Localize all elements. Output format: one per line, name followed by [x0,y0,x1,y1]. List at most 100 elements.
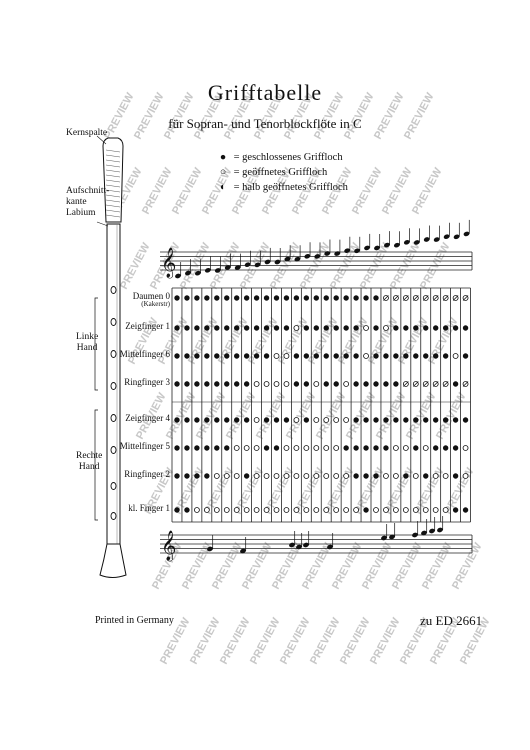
hole-closed [234,417,240,423]
hole-closed [263,325,270,331]
hole-open [303,445,310,451]
hole-closed [393,353,399,359]
hole-closed [253,325,260,331]
hole-closed [333,353,339,359]
treble-clef-icon: 𝄞 [161,247,176,279]
note-head [207,546,213,552]
hole-closed [313,325,319,331]
hole-open [313,381,320,387]
hole-closed [263,353,270,359]
hole-closed [243,295,250,301]
note-head [185,270,191,276]
legend-open: ○ = geöffnetes Griffloch [215,167,327,178]
pointer-kernspalte [96,135,107,145]
watermark-text: PREVIEW [278,615,313,666]
finger-hole-icon [110,414,117,422]
hole-closed [313,295,319,301]
hole-open [363,325,369,331]
hole-closed [423,325,429,331]
finger-name: Zeigfinger 4 [125,413,170,423]
hole-open [223,507,230,513]
hole-closed [243,325,250,331]
hole-closed [204,325,210,331]
hole-open [323,445,330,451]
note-head [289,542,295,548]
hole-open [303,507,310,513]
hole-closed [353,445,359,451]
note-head [344,248,351,254]
hole-open [283,353,290,359]
hole-half-slash [413,295,419,301]
hole-open [432,507,439,513]
hole-closed [293,295,300,301]
hole-closed [373,445,379,451]
hole-open [422,507,429,513]
closed-hole-icon: ● [219,152,227,163]
note-head [463,231,470,237]
hole-closed [234,381,240,387]
hole-open [402,507,409,513]
hole-open [243,445,250,451]
hole-closed [442,445,449,451]
hole-open [213,473,220,479]
hole-closed [283,325,290,331]
pointer-labium [96,221,109,227]
hole-closed [283,417,290,423]
watermark-text: PREVIEW [186,315,221,366]
watermark-text: PREVIEW [390,540,425,591]
hole-closed [194,381,200,387]
note-head [204,267,211,273]
label-right-hand: Rechte Hand [76,451,103,472]
hole-closed [403,353,409,359]
hole-closed [452,325,459,331]
hole-open [253,507,260,513]
hole-closed [194,417,200,423]
recorder-shading [105,204,121,208]
hole-open [303,473,310,479]
watermark-text: PREVIEW [360,540,395,591]
hole-open [333,473,340,479]
recorder-shading [105,214,121,218]
hole-open [253,417,260,423]
hole-closed [403,325,409,331]
label-aufschnittkante: Aufschnitt- kante Labium [66,186,110,218]
treble-clef-icon: 𝄞 [161,530,176,562]
watermark-text: PREVIEW [298,240,333,291]
hole-open [363,353,369,359]
hole-open [442,507,449,513]
watermark-text: PREVIEW [420,540,455,591]
note-head [303,542,309,548]
note-head [423,237,430,242]
watermark-text: PREVIEW [178,240,213,291]
hole-closed [423,353,429,359]
hole-closed [373,325,379,331]
hole-closed [452,445,459,451]
legend-open-text: geöffnetes Griffloch [242,167,328,178]
watermark-text: PREVIEW [350,165,385,216]
hole-closed [283,295,290,301]
hole-open [333,417,340,423]
hole-open [283,473,290,479]
hole-closed [373,381,379,387]
hole-closed [353,417,359,423]
hole-open [193,507,200,513]
watermark-text: PREVIEW [380,165,415,216]
hole-closed [214,417,220,423]
hole-closed [243,381,250,387]
note-head [244,262,251,268]
finger-name: kl. Finger 1 [128,503,170,513]
hole-open [452,353,459,359]
finger-hole-icon [110,512,117,520]
hole-open [313,507,320,513]
hole-closed [403,417,409,423]
hole-open [333,507,340,513]
note-head [433,237,440,242]
note-head [421,530,427,536]
hole-open [263,507,270,513]
hole-open [293,507,300,513]
bracket-right-hand [94,409,98,521]
hole-closed [194,295,200,301]
hole-closed [214,353,220,359]
watermark-text: PREVIEW [118,240,153,291]
